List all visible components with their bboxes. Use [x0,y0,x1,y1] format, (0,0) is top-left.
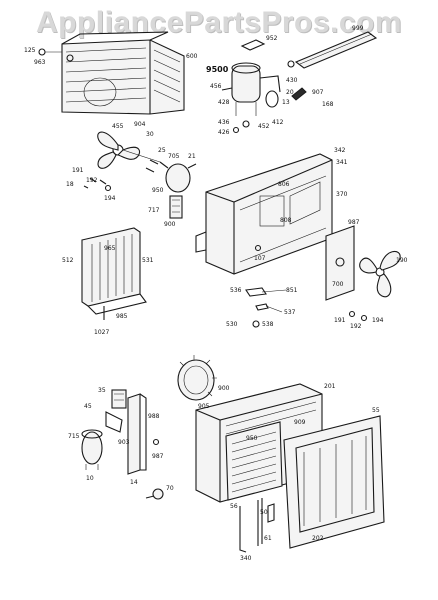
label-999: 999 [352,25,364,32]
label-428: 428 [218,99,230,106]
label-191: 191 [72,167,84,174]
label-806: 806 [278,181,290,188]
label-9500: 9500 [206,65,229,74]
fan-shroud-plate [325,225,355,301]
label-600: 600 [186,53,198,60]
blower-wheel [97,131,161,169]
label-50: 50 [260,509,268,516]
label-168: 168 [322,101,334,108]
top-trim-strip [287,31,378,69]
label-14: 14 [130,479,138,486]
control-knob [145,488,164,500]
label-21: 21 [188,153,196,160]
fan-mount-screws [348,310,368,322]
label-985: 985 [116,313,128,320]
label-537: 537 [284,309,296,316]
label-987: 987 [348,219,360,226]
label-55: 55 [372,407,380,414]
label-25: 25 [158,147,166,154]
label-61: 61 [264,535,272,542]
label-452: 452 [258,123,270,130]
label-905: 905 [198,403,210,410]
label-851: 851 [286,287,298,294]
label-70: 70 [166,485,174,492]
label-512: 512 [62,257,74,264]
label-201: 201 [324,383,336,390]
label-455: 455 [112,123,124,130]
label-13: 13 [282,99,290,106]
label-430: 430 [286,77,298,84]
motor-clips [83,159,159,192]
front-grille [283,415,385,549]
run-capacitor [81,429,103,470]
fan-motor [159,161,197,219]
blower-scroll-ring [177,355,217,401]
label-965: 965 [104,245,116,252]
part-number-labels: 125 963 600 9500 952 999 456 430 20 13 9… [24,25,408,562]
label-10: 10 [86,475,94,482]
label-950b: 950 [246,435,258,442]
label-987b: 987 [152,453,164,460]
label-1027: 1027 [94,329,109,336]
label-194: 194 [104,195,116,202]
label-808: 808 [280,217,292,224]
cabinet-wrapper [61,31,185,115]
label-30: 30 [146,131,154,138]
label-952: 952 [266,35,278,42]
label-456: 456 [210,83,222,90]
label-907: 907 [312,89,324,96]
label-436: 436 [218,119,230,126]
label-531: 531 [142,257,154,264]
label-538: 538 [262,321,274,328]
condenser-fan-blade [359,250,401,298]
label-904: 904 [134,121,146,128]
compressor [221,39,307,134]
label-192b: 192 [350,323,362,330]
label-903: 903 [118,439,130,446]
cabinet-screws [38,48,74,62]
label-950: 950 [152,187,164,194]
label-125: 125 [24,47,36,54]
label-700: 700 [332,281,344,288]
label-340: 340 [240,555,252,562]
label-341: 341 [336,159,348,166]
label-370: 370 [336,191,348,198]
label-530: 530 [226,321,238,328]
label-35: 35 [98,387,106,394]
label-107: 107 [254,255,266,262]
label-45: 45 [84,403,92,410]
label-705: 705 [168,153,180,160]
label-900: 900 [164,221,176,228]
label-192: 192 [86,177,98,184]
label-715: 715 [68,433,80,440]
label-20: 20 [286,89,294,96]
label-963: 963 [34,59,46,66]
label-18: 18 [66,181,74,188]
control-bracket [127,393,160,475]
label-988: 988 [148,413,160,420]
label-909: 909 [294,419,306,426]
label-412: 412 [272,119,284,126]
label-190: 190 [396,257,408,264]
drain-fittings [245,287,287,328]
label-194b: 194 [372,317,384,324]
label-191b: 191 [334,317,346,324]
label-342: 342 [334,147,346,154]
louver-strips [239,498,275,553]
condenser-coil [81,227,147,320]
label-900b: 900 [218,385,230,392]
control-switch [105,389,127,433]
label-56: 56 [230,503,238,510]
label-536: 536 [230,287,242,294]
label-426: 426 [218,129,230,136]
label-717: 717 [148,207,160,214]
air-filter [225,421,283,501]
base-pan-chassis [195,153,333,275]
label-202: 202 [312,535,324,542]
